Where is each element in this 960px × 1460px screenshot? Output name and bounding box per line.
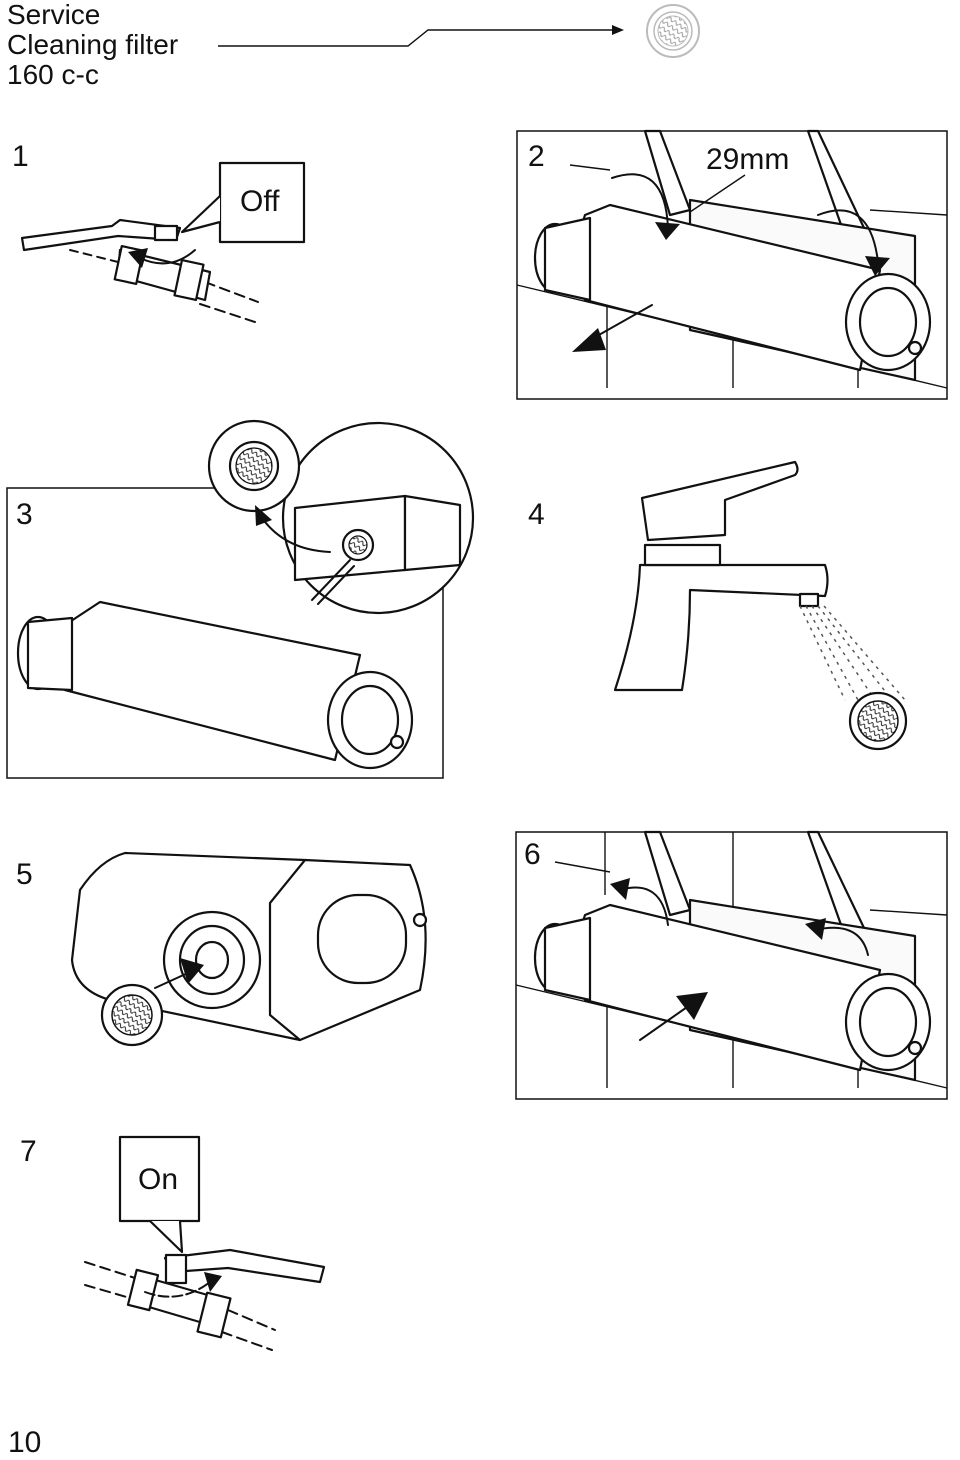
header-leader-arrow <box>218 25 624 47</box>
step7-valve-illustration <box>84 1135 326 1351</box>
step-2-number: 2 <box>528 140 545 173</box>
step-1-callout-off: Off <box>240 185 280 218</box>
step-2-callout-wrench-size: 29mm <box>706 143 790 176</box>
step5-insert-filter-illustration <box>70 851 428 1047</box>
step-7-callout-on: On <box>138 1163 179 1196</box>
title-service: Service <box>7 0 101 30</box>
filter-icon <box>646 4 700 58</box>
step3-extract-filter-illustration <box>6 419 475 779</box>
step-6-number: 6 <box>524 838 541 871</box>
title-model: 160 c-c <box>7 59 99 90</box>
step4-rinse-filter-illustration <box>613 460 908 751</box>
step-4-number: 4 <box>528 498 545 531</box>
step-3-number: 3 <box>16 498 33 531</box>
page-number: 10 <box>8 1426 42 1459</box>
step-7-number: 7 <box>20 1135 37 1168</box>
step1-valve-illustration <box>20 161 306 323</box>
step-5-number: 5 <box>16 858 33 891</box>
title-cleaning-filter: Cleaning filter <box>7 29 179 60</box>
step6-refit-mixer-illustration <box>515 830 948 1100</box>
step-1-number: 1 <box>12 140 29 173</box>
step2-remove-mixer-illustration <box>516 129 948 400</box>
